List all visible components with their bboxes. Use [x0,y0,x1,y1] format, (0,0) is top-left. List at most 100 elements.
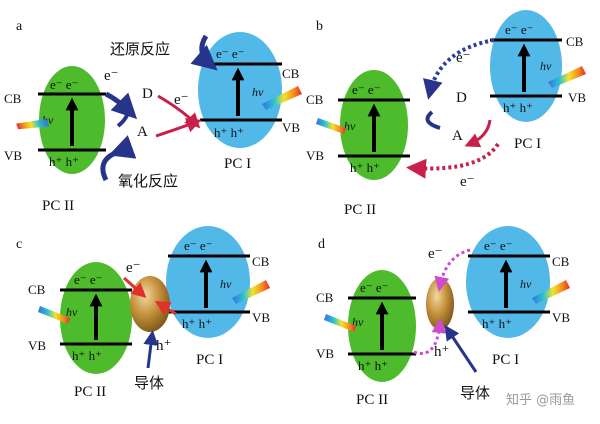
acceptor-A: A [452,128,463,144]
cb-electrons: e⁻ e⁻ [360,280,389,295]
donor-D: D [456,90,467,106]
donor-D: D [142,86,153,102]
panel-b: b e⁻ e⁻ h⁺ h⁺ hν CB VB PC I e⁻ e⁻ h⁺ h⁺ … [306,10,586,218]
vb-holes: h⁺ h⁺ [49,154,79,169]
vb-holes: h⁺ h⁺ [72,348,102,363]
panel-b-letter: b [316,19,323,34]
cb-label: CB [306,92,324,107]
pc1-label: PC I [492,352,519,368]
cb-electrons: e⁻ e⁻ [352,82,381,97]
cb-electrons: e⁻ e⁻ [184,238,213,253]
conductor-label: 导体 [134,374,164,392]
electron-arrow [123,276,147,298]
vb-label: VB [316,346,334,361]
pc2-label: PC II [42,198,74,214]
hv-label: hν [540,59,552,73]
pc2-particle-b: e⁻ e⁻ h⁺ h⁺ hν [316,70,410,180]
electron-dotted-arrow [434,248,471,292]
cb-label: CB [316,290,334,305]
pc1-label: PC I [514,136,541,152]
a-reduction-arrow [464,119,492,148]
pc1-label: PC I [196,352,223,368]
hv-label: hν [520,277,532,291]
vb-holes: h⁺ h⁺ [182,316,212,331]
pc2-label: PC II [74,384,106,400]
panel-c: c e⁻ e⁻ h⁺ h⁺ hν CB VB PC II e⁻ e⁻ h⁺ h⁺… [16,226,270,400]
panel-c-letter: c [16,237,22,252]
electron-label: e⁻ [428,246,443,262]
cb-electrons: e⁻ e⁻ [216,46,245,61]
vb-holes: h⁺ h⁺ [214,125,244,140]
cb-label: CB [252,254,270,269]
cb-electrons: e⁻ e⁻ [50,77,79,92]
conductor-label: 导体 [460,384,490,402]
vb-label: VB [28,338,46,353]
light-beam [232,280,270,304]
oxidation-label: 氧化反应 [118,172,178,190]
electron-label: e⁻ [174,92,189,108]
acceptor-A: A [137,124,148,140]
pc2-label: PC II [356,392,388,408]
electron-to-pc2-arrow [406,142,500,179]
panel-a-letter: a [16,19,23,34]
hv-label: hν [252,85,264,99]
reduction-arrow [190,34,218,71]
pc2-particle-d: e⁻ e⁻ h⁺ h⁺ hν [324,270,416,382]
cb-label: CB [4,91,22,106]
light-beam [532,280,570,304]
electron-label: e⁻ [104,68,119,84]
pc1-particle-a: e⁻ e⁻ h⁺ h⁺ hν [198,32,302,148]
light-beam [262,86,302,110]
cb-label: CB [566,34,584,49]
light-beam [38,306,70,324]
vb-label: VB [4,148,22,163]
reduction-label: 还原反应 [110,40,170,58]
cb-label: CB [282,66,300,81]
electron-label: e⁻ [126,260,141,276]
conductor-pointer-arrow [444,325,478,373]
conductor-particle [130,276,170,332]
hv-label: hν [352,315,364,329]
light-beam [548,66,586,88]
oxidation-arrow [100,135,137,182]
hole-label: h⁺ [434,344,449,360]
vb-holes: h⁺ h⁺ [482,316,512,331]
hv-label: hν [66,305,78,319]
hole-arrow [154,300,177,316]
electron-transfer-dotted-arrow [423,38,495,100]
panel-a: a e⁻ e⁻ h⁺ h⁺ hν CB VB PC II e⁻ e⁻ h⁺ h⁺… [4,19,302,214]
vb-label: VB [306,148,324,163]
cb-label: CB [28,282,46,297]
d-curve-arrow [425,110,441,130]
watermark: 知乎 @雨鱼 [506,392,575,408]
hv-label: hν [220,277,232,291]
light-beam [316,118,346,134]
cb-electrons: e⁻ e⁻ [505,22,534,37]
conductor-pointer-arrow [143,330,159,369]
pc2-label: PC II [344,202,376,218]
vb-holes: h⁺ h⁺ [358,358,388,373]
pc2-particle-a: e⁻ e⁻ h⁺ h⁺ hν [16,66,106,174]
pc1-particle-c: e⁻ e⁻ h⁺ h⁺ hν [166,226,270,338]
pc1-label: PC I [224,156,251,172]
vb-label: VB [252,310,270,325]
hole-arrow [155,118,202,138]
vb-holes: h⁺ h⁺ [503,100,533,115]
electron-label: e⁻ [460,174,475,190]
vb-label: VB [282,120,300,135]
pc1-particle-d: e⁻ e⁻ h⁺ h⁺ hν [466,226,570,338]
cb-electrons: e⁻ e⁻ [74,272,103,287]
panel-d-letter: d [318,237,325,252]
light-beam [324,314,356,332]
cb-electrons: e⁻ e⁻ [484,238,513,253]
electron-transfer-arrow [104,91,138,120]
vb-label: VB [568,90,586,105]
hole-label: h⁺ [156,338,171,354]
hv-label: hν [344,119,356,133]
pc1-particle-b: e⁻ e⁻ h⁺ h⁺ hν [490,10,586,122]
vb-label: VB [552,310,570,325]
vb-holes: h⁺ h⁺ [350,160,380,175]
light-beam [16,118,50,130]
hole-dotted-arrow [413,318,447,355]
